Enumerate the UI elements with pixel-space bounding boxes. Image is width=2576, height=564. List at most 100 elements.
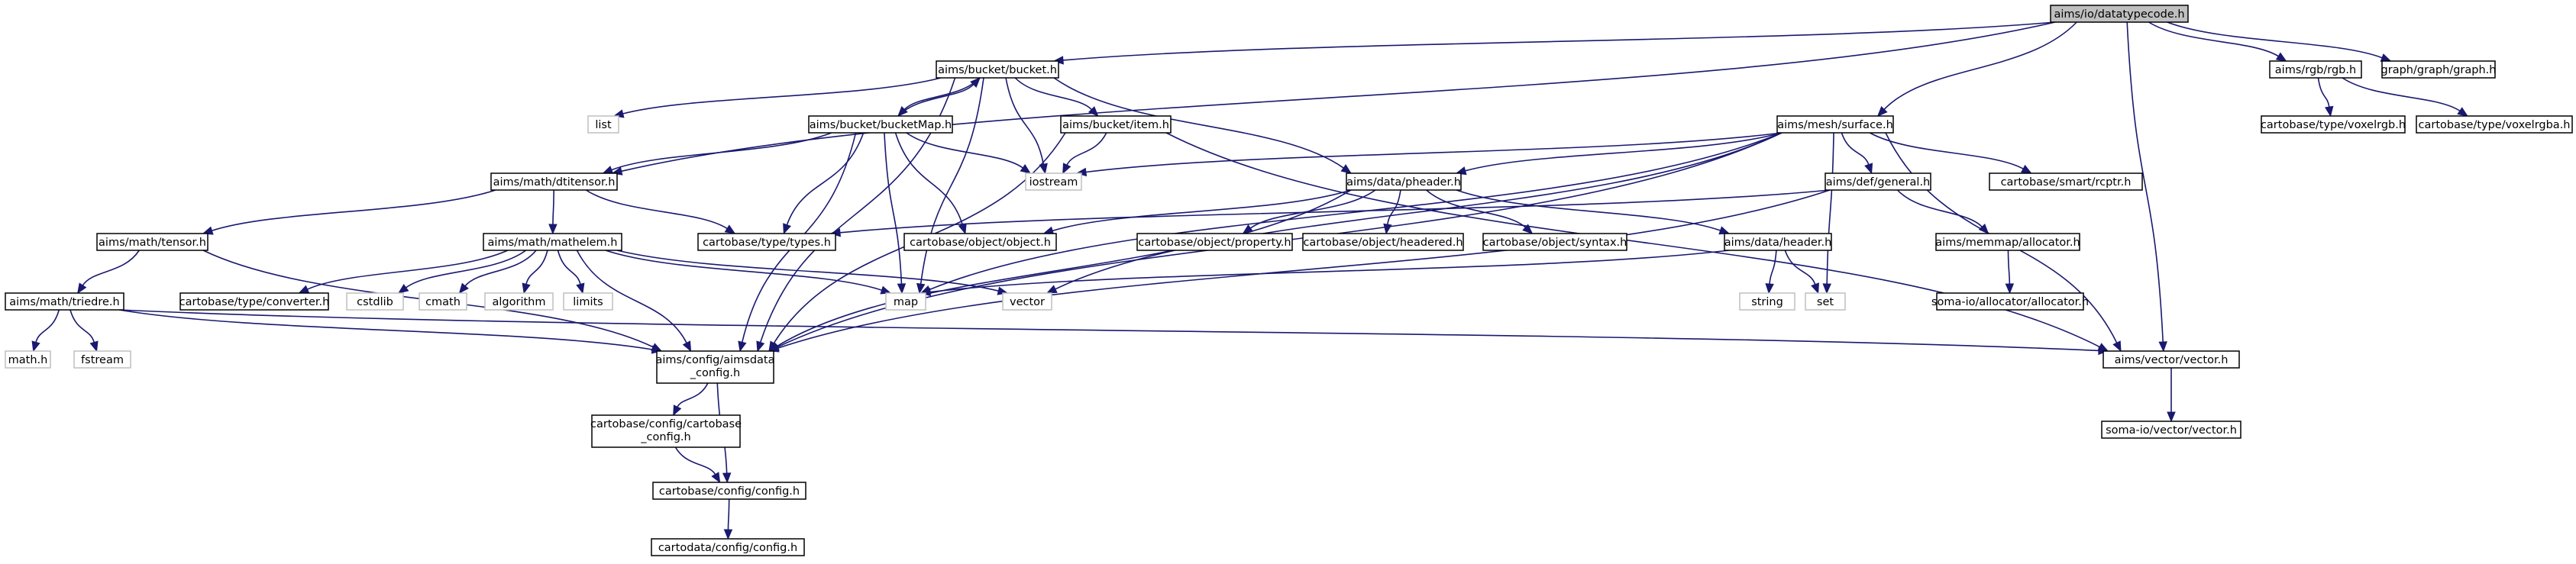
node-label: algorithm (493, 296, 546, 308)
node-box (563, 292, 613, 311)
edge-line (1014, 77, 1092, 111)
node-tensor[interactable]: aims/math/tensor.h (96, 233, 208, 251)
arrowhead (2457, 107, 2468, 117)
node-dtitensor[interactable]: aims/math/dtitensor.h (490, 172, 618, 191)
edge-line (1062, 21, 2056, 61)
node-datatypecode[interactable]: aims/io/datatypecode.h (2050, 5, 2189, 23)
edge-line (884, 132, 903, 285)
edge-line (1784, 250, 1816, 285)
node-aimsdataconfig[interactable]: aims/config/aimsdata_config.h (656, 350, 775, 384)
node-bucket[interactable]: aims/bucket/bucket.h (936, 60, 1059, 79)
node-voxelrgba[interactable]: cartobase/type/voxelrgba.h (2416, 115, 2573, 134)
edge-aimsdataconfig-to-cartobaseconfig (673, 382, 709, 417)
arrowhead (1383, 223, 1392, 235)
node-label: aims/math/dtitensor.h (493, 176, 616, 189)
edge-bucket-to-iostream (1005, 77, 1048, 175)
edge-rgb-to-voxelrgba (2342, 77, 2468, 117)
edge-line (906, 132, 1023, 169)
edge-line (1426, 189, 1526, 228)
node-bucketmap[interactable]: aims/bucket/bucketMap.h (808, 115, 953, 134)
arrowhead (2325, 105, 2334, 118)
edge-line (1896, 189, 1983, 227)
node-box (1935, 233, 2080, 251)
edge-line (621, 21, 2056, 172)
node-mathelem[interactable]: aims/math/mathelem.h (483, 233, 622, 251)
node-label: cmath (425, 296, 461, 308)
node-somaalloc[interactable]: soma-io/allocator/allocator.h (1931, 292, 2089, 311)
node-rgb[interactable]: aims/rgb/rgb.h (2269, 60, 2362, 79)
edge-general-to-aimsdataconfig (768, 189, 1831, 353)
edge-line (1883, 21, 2077, 110)
node-box (73, 350, 131, 369)
edge-line (525, 250, 548, 285)
node-voxelrgb[interactable]: cartobase/type/voxelrgb.h (2261, 115, 2406, 134)
edge-datatypecode-to-dtitensor (611, 21, 2056, 176)
node-pheader[interactable]: aims/data/pheader.h (1346, 172, 1462, 191)
edge-line (1841, 132, 1870, 165)
arrowhead (723, 529, 733, 540)
node-label: set (1817, 296, 1834, 308)
edge-line (464, 250, 537, 287)
node-cartobaseconfig[interactable]: cartobase/config/cartobase_config.h (590, 414, 742, 448)
node-string: string (1739, 292, 1795, 311)
node-general[interactable]: aims/def/general.h (1825, 172, 1931, 191)
node-item[interactable]: aims/bucket/item.h (1060, 115, 1172, 134)
node-label: list (595, 119, 612, 131)
node-header[interactable]: aims/data/header.h (1724, 233, 1832, 251)
node-box (1989, 172, 2143, 191)
edge-bucket-to-map (916, 77, 984, 295)
node-somavector[interactable]: soma-io/vector/vector.h (2101, 421, 2241, 439)
node-graph[interactable]: graph/graph/graph.h (2381, 60, 2497, 79)
edge-line (605, 250, 882, 291)
arrowhead (298, 285, 310, 294)
node-surface[interactable]: aims/mesh/surface.h (1776, 115, 1894, 134)
node-syntax[interactable]: cartobase/object/syntax.h (1482, 233, 1627, 251)
arrowhead (682, 340, 692, 353)
edge-surface-to-set (1822, 132, 1834, 295)
edge-bucketmap-to-map (884, 132, 907, 295)
node-headered[interactable]: cartobase/object/headered.h (1302, 233, 1464, 251)
edge-bucketmap-to-bucket (897, 77, 981, 117)
node-label: cartobase/type/converter.h (179, 296, 330, 308)
edge-pheader-to-headered (1383, 189, 1401, 235)
node-rcptr[interactable]: cartobase/smart/rcptr.h (1989, 172, 2143, 191)
arrowhead (897, 283, 907, 295)
node-label: aims/data/pheader.h (1346, 176, 1461, 189)
node-vectorh[interactable]: aims/vector/vector.h (2102, 350, 2240, 369)
node-label: vector (1010, 296, 1045, 308)
node-box (697, 233, 836, 251)
node-config[interactable]: cartobase/config/config.h (652, 482, 806, 500)
edge-config-to-cartodataconfig (723, 498, 733, 540)
edge-line (585, 189, 728, 230)
edge-line (2342, 77, 2461, 111)
edge-line (406, 250, 527, 288)
edge-line (1826, 132, 1834, 285)
edge-line (1053, 77, 1344, 169)
arrowhead (756, 340, 765, 353)
node-allocator[interactable]: aims/memmap/allocator.h (1935, 233, 2080, 251)
node-box (2261, 115, 2406, 134)
edge-line (727, 498, 730, 530)
edge-rgb-to-voxelrgb (2317, 77, 2334, 118)
node-iostream: iostream (1025, 172, 1082, 191)
node-box (346, 292, 404, 311)
arrowhead (673, 404, 682, 417)
node-property[interactable]: cartobase/object/property.h (1136, 233, 1293, 251)
node-converter[interactable]: cartobase/type/converter.h (179, 292, 330, 311)
edge-line (1005, 77, 1045, 165)
edge-line (920, 77, 984, 285)
node-box (419, 292, 467, 311)
node-label: aims/bucket/bucketMap.h (810, 119, 952, 131)
edge-line (786, 132, 865, 225)
node-cartodataconfig[interactable]: cartodata/config/config.h (651, 538, 805, 556)
arrowhead (1340, 164, 1353, 174)
node-label: iostream (1029, 176, 1078, 189)
node-types[interactable]: cartobase/type/types.h (697, 233, 836, 251)
node-triedre[interactable]: aims/math/triedre.h (5, 292, 124, 311)
node-object[interactable]: cartobase/object/object.h (903, 233, 1057, 251)
arrowhead (31, 340, 40, 353)
edge-triedre-to-fstream (69, 309, 99, 353)
arrowhead (916, 282, 926, 295)
arrowhead (1811, 282, 1819, 295)
